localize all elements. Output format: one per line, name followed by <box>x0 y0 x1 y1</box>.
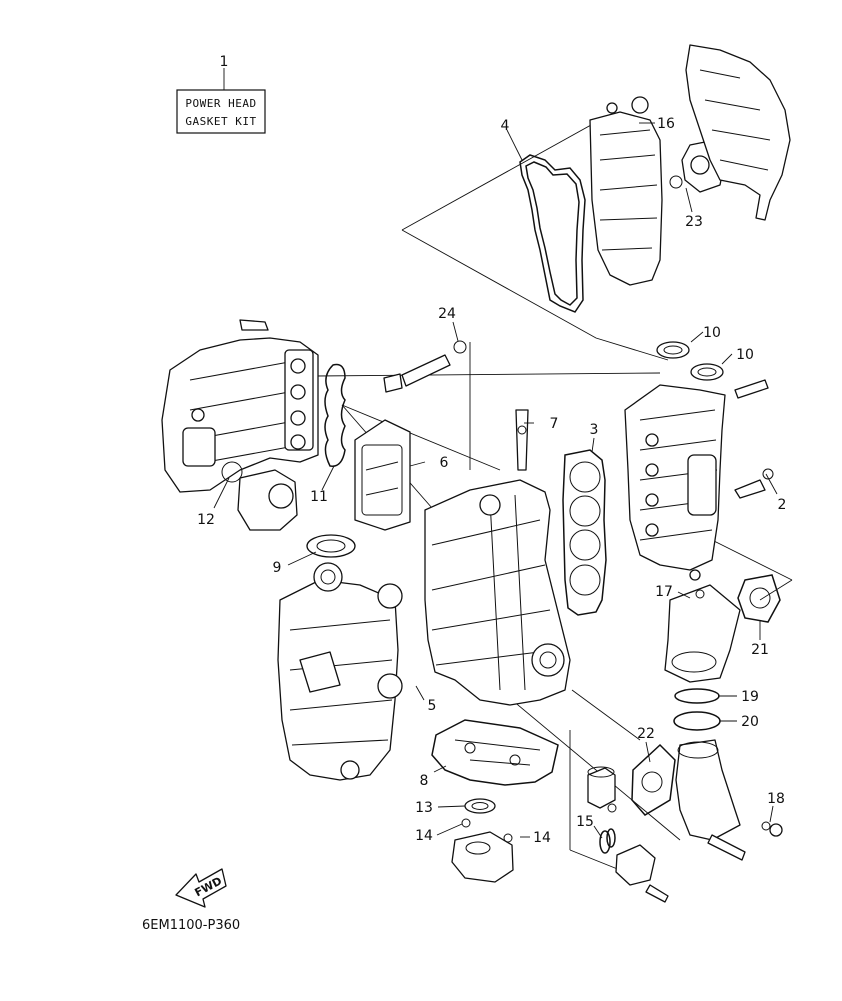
crankcase <box>277 562 403 781</box>
callout-9: 9 <box>273 560 282 576</box>
oil-filter <box>587 766 616 809</box>
base-gasket-8 <box>431 719 559 786</box>
lower-housing <box>451 818 514 883</box>
cylinder-block <box>424 409 571 706</box>
callout-16: 16 <box>657 116 675 132</box>
cylinder-head <box>624 379 774 581</box>
callout-14b: 14 <box>533 830 551 846</box>
cylinder-head-cover <box>589 96 663 286</box>
intake-gasket-11 <box>324 363 346 467</box>
callout-18: 18 <box>767 791 785 807</box>
callout-10a: 10 <box>703 325 721 341</box>
o-rings-15 <box>599 828 616 854</box>
fwd-arrow: FWD <box>175 868 227 908</box>
callout-leaders <box>213 122 778 839</box>
head-gasket-3 <box>562 449 607 616</box>
diagram-code: 6EM1100-P360 <box>142 918 240 933</box>
kit-label-line2: GASKET KIT <box>185 115 256 128</box>
cover-plate-6 <box>354 419 411 531</box>
callout-11: 11 <box>310 489 328 505</box>
callout-5: 5 <box>428 698 437 714</box>
exhaust-gasket-22 <box>631 743 676 816</box>
callout-22: 22 <box>637 726 655 742</box>
exhaust-guide <box>675 739 783 861</box>
o-rings-19-20 <box>673 688 721 731</box>
filter-bracket <box>607 803 669 903</box>
callout-6: 6 <box>440 455 449 471</box>
callout-20: 20 <box>741 714 759 730</box>
callout-3: 3 <box>590 422 599 438</box>
callout-10b: 10 <box>736 347 754 363</box>
kit-label-line1: POWER HEAD <box>185 97 256 110</box>
oil-seal-13 <box>464 798 496 814</box>
callout-15: 15 <box>576 814 594 830</box>
callout-14a: 14 <box>415 828 433 844</box>
callout-12: 12 <box>197 512 215 528</box>
intake-manifold <box>161 319 319 493</box>
oil-seals-10 <box>656 341 724 381</box>
callout-numbers: 1 2 3 4 5 6 7 8 9 10 10 11 12 13 14 14 1… <box>197 54 786 846</box>
callout-13: 13 <box>415 800 433 816</box>
gasket-kit-label: POWER HEAD GASKET KIT <box>176 68 266 134</box>
exhaust-gasket-21 <box>737 574 781 623</box>
callout-1: 1 <box>220 54 229 70</box>
throttle-body <box>221 461 298 531</box>
callout-4: 4 <box>501 118 510 134</box>
callout-23: 23 <box>685 214 703 230</box>
exhaust-manifold-upper <box>664 584 741 683</box>
callout-21: 21 <box>751 642 769 658</box>
callout-19: 19 <box>741 689 759 705</box>
callout-17: 17 <box>655 584 673 600</box>
top-cowling-cover <box>685 44 791 221</box>
callout-24: 24 <box>438 306 456 322</box>
callout-7: 7 <box>550 416 559 432</box>
oil-seal-9 <box>306 534 356 558</box>
callout-8: 8 <box>420 773 429 789</box>
callout-2: 2 <box>778 497 787 513</box>
head-cover-gasket <box>519 154 586 313</box>
temperature-sensor-24 <box>383 340 467 393</box>
